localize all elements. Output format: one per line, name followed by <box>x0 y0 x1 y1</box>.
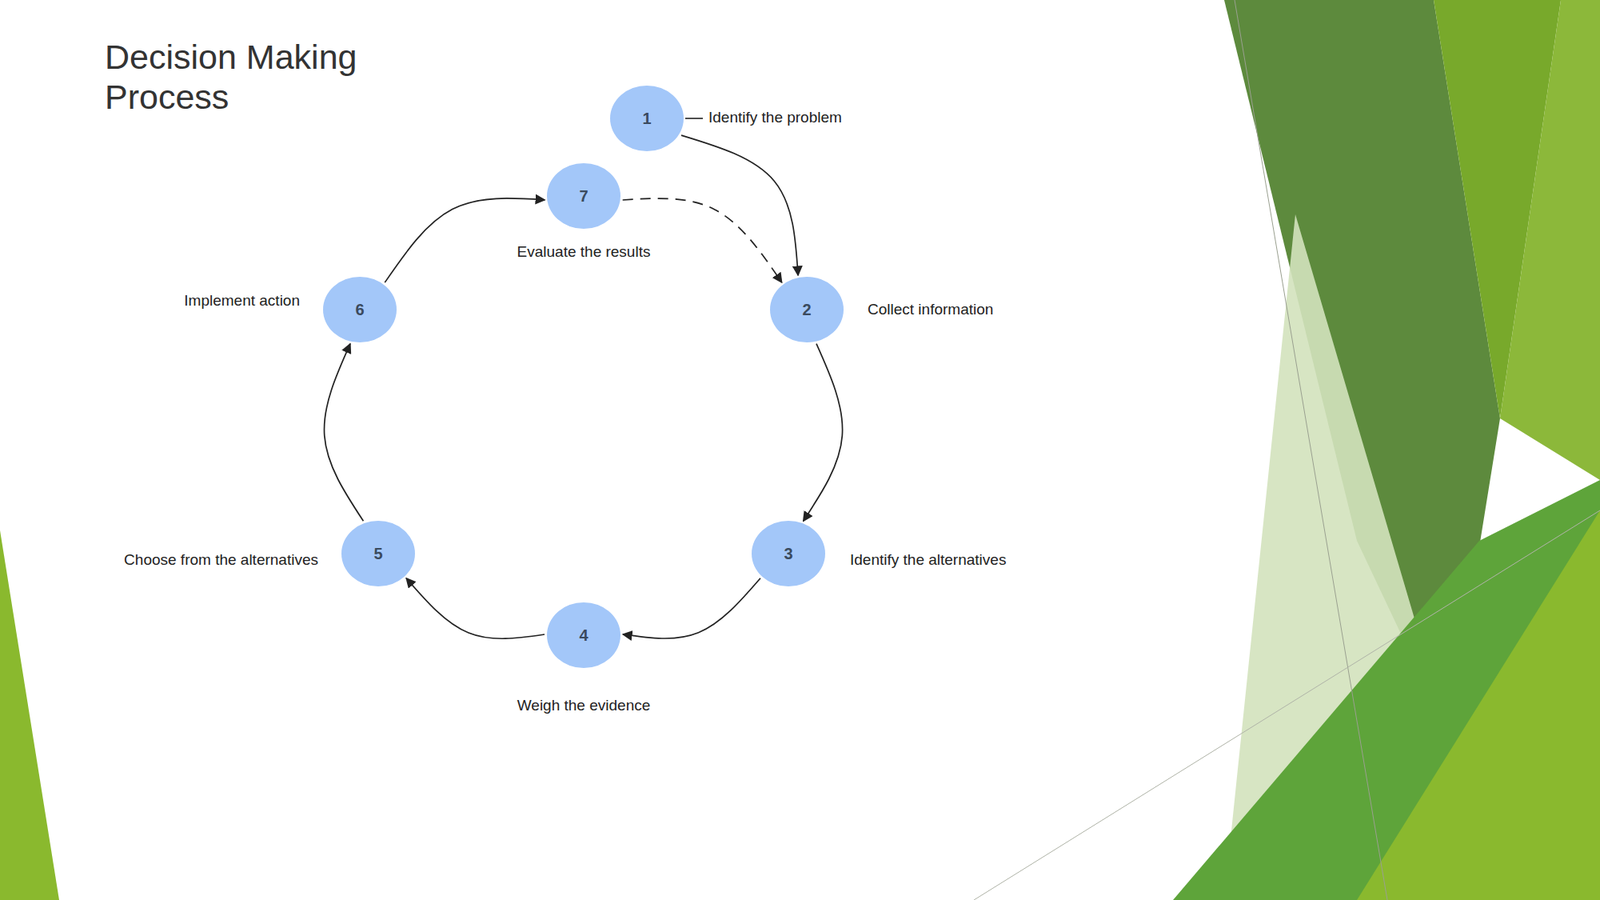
light-band <box>1500 0 1600 480</box>
step-label: Identify the problem <box>708 108 842 127</box>
thin-line <box>973 510 1600 900</box>
slide-title: Decision Making Process <box>104 36 409 117</box>
circle-fill <box>546 602 621 668</box>
step-number: 7 <box>546 163 621 229</box>
step-label: Implement action <box>183 291 300 310</box>
step-circle: 2Collect information <box>770 276 844 343</box>
step-circle: 6Implement action <box>323 276 397 343</box>
circle-fill <box>323 276 397 343</box>
flow-arrow <box>323 343 364 522</box>
flow-arrow <box>622 198 783 283</box>
step-number: 3 <box>751 520 826 587</box>
step-number: 2 <box>770 276 844 343</box>
flow-arrow <box>681 135 799 276</box>
circle-fill <box>610 85 684 152</box>
step-circle: 1Identify the problem <box>610 85 684 152</box>
step-label: Choose from the alternatives <box>123 550 319 569</box>
step-number: 5 <box>341 520 415 587</box>
step-label: Evaluate the results <box>517 243 651 261</box>
bottom-band <box>1173 479 1600 900</box>
flow-arrow <box>384 198 545 283</box>
step-label: Weigh the evidence <box>517 696 651 715</box>
step-circle: 4Weigh the evidence <box>546 602 621 668</box>
circle-fill <box>341 520 415 587</box>
step-circle: 5Choose from the alternatives <box>341 520 415 587</box>
circle-fill <box>751 520 826 587</box>
thin-line <box>1234 0 1388 900</box>
step-circle: 3Identify the alternatives <box>751 520 826 587</box>
leader-line <box>685 117 703 120</box>
circle-fill <box>546 163 621 229</box>
step-number: 1 <box>610 85 684 152</box>
flow-arrow <box>406 578 545 639</box>
step-number: 4 <box>546 602 621 668</box>
corner-triangle <box>0 530 60 900</box>
step-circle: 7Evaluate the results <box>546 163 621 229</box>
step-number: 6 <box>323 276 397 343</box>
step-label: Identify the alternatives <box>849 550 1006 569</box>
flow-arrow <box>622 578 761 639</box>
bottom-light-band <box>1356 510 1600 900</box>
flow-arrow <box>803 343 843 522</box>
circle-fill <box>770 276 844 343</box>
step-label: Collect information <box>867 300 994 319</box>
